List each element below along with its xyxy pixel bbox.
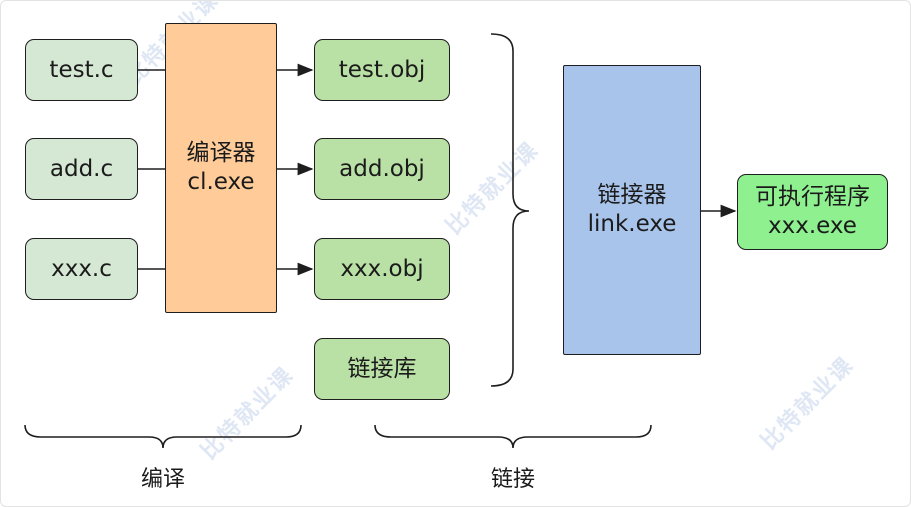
object-file-box: add.obj <box>314 138 450 200</box>
executable-file: xxx.exe <box>768 213 857 239</box>
object-file-box: test.obj <box>314 39 450 101</box>
object-file-box: xxx.obj <box>314 238 450 300</box>
executable-title: 可执行程序 <box>755 184 870 211</box>
link-stage-label: 链接 <box>490 467 535 492</box>
source-file-box: test.c <box>25 39 138 101</box>
objects-brace <box>490 33 530 387</box>
library-box: 链接库 <box>314 338 450 400</box>
compiler-box: 编译器 cl.exe <box>165 23 277 313</box>
linker-name: 链接器 <box>597 182 667 209</box>
linker-exe: link.exe <box>587 211 677 237</box>
compiler-name: 编译器 <box>186 140 256 167</box>
linker-box: 链接器 link.exe <box>563 65 701 355</box>
source-file-box: xxx.c <box>25 238 138 300</box>
compiler-exe: cl.exe <box>187 169 255 195</box>
executable-box: 可执行程序 xxx.exe <box>737 174 888 250</box>
compile-brace <box>24 424 302 449</box>
source-file-box: add.c <box>25 138 138 200</box>
compile-stage-label: 编译 <box>140 467 185 492</box>
link-brace <box>374 424 652 449</box>
